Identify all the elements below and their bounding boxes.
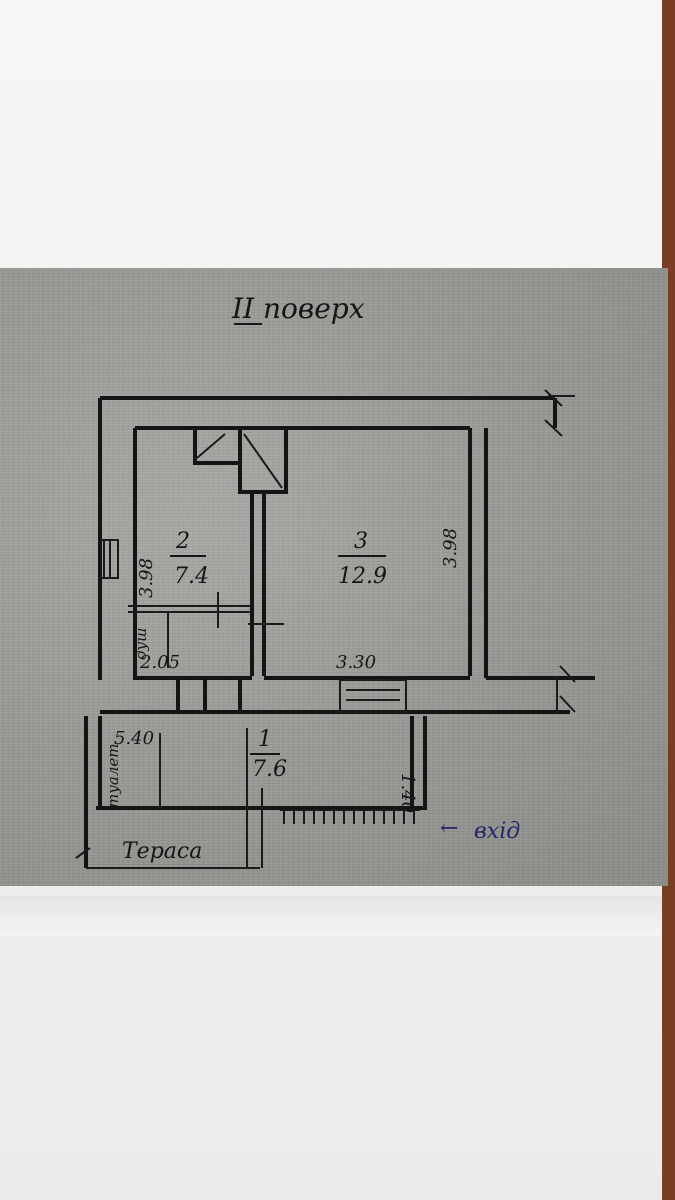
- chimney-box: [238, 430, 288, 494]
- stairs-block: [339, 679, 407, 713]
- shaft-box: [193, 430, 242, 465]
- shower-label: душ: [132, 628, 150, 660]
- bay-dividers: [176, 680, 242, 712]
- room1-door-lines: [246, 728, 263, 868]
- room2-area: 7.4: [174, 564, 209, 589]
- toilet-label: туалет: [104, 743, 122, 808]
- room1-width-dim: 5.40: [114, 728, 154, 749]
- break-marks-bottom: [556, 665, 576, 713]
- shower-partition: [128, 605, 250, 613]
- room3-width-dim: 3.30: [336, 652, 376, 673]
- terrace-outline: [75, 847, 260, 869]
- floor-plan-drawing: II поверх: [75, 292, 595, 869]
- plan-title: II поверх: [231, 292, 365, 325]
- break-marks-top: [544, 389, 575, 437]
- room1-area: 7.6: [252, 757, 287, 782]
- entrance-label: вхід: [474, 819, 520, 844]
- entrance-arrow: ←: [440, 816, 458, 841]
- chimney-diagonal: [243, 433, 283, 489]
- room3-area: 12.9: [338, 564, 387, 589]
- room2-height-dim: 3.98: [136, 558, 157, 598]
- room3-height-dim: 3.98: [440, 528, 461, 568]
- stairs-steps: [346, 689, 400, 701]
- terrace-hatching: [280, 809, 420, 824]
- room2-width-dim: 2.05: [139, 652, 180, 673]
- left-steps: [98, 539, 119, 579]
- room1-number: 1: [258, 727, 272, 752]
- paper-fold-shadow: [0, 896, 662, 936]
- shaft-diagonal: [196, 433, 226, 459]
- room1-height-dim: 1.40: [397, 773, 418, 813]
- room2-number: 2: [175, 529, 190, 554]
- terrace-label: Тераса: [122, 839, 202, 864]
- room3-number: 3: [354, 529, 368, 554]
- floor-plan-scan: II поверх: [0, 268, 668, 886]
